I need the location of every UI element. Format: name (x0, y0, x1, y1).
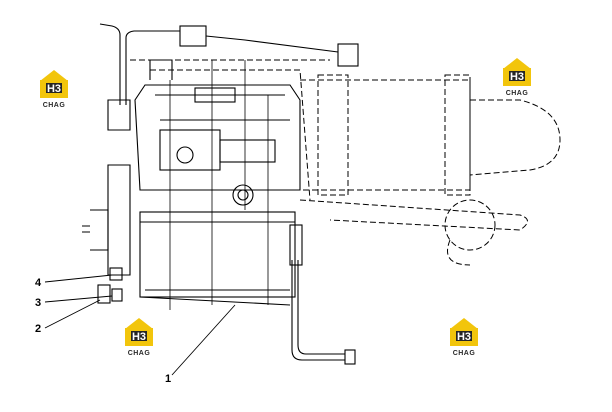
cylinder-side-cap (289, 224, 303, 266)
leader-3 (44, 295, 113, 303)
lower-pipe-2 (297, 260, 345, 355)
dashed-pulley (444, 199, 496, 251)
callout-4: 4 (35, 277, 42, 289)
watermark-main-text: H3 (510, 71, 524, 83)
pipe-fitting (179, 25, 207, 47)
watermark-logo-bottom-right: H3 CHAG (450, 318, 478, 357)
bolt-3 (111, 288, 123, 302)
compressor-head (134, 84, 301, 191)
bolt-2 (97, 284, 111, 304)
dashed-ring-left (317, 74, 349, 196)
watermark-main-text: H3 (47, 83, 61, 95)
dashed-ring-right (444, 74, 471, 196)
watermark-sub-text: CHAG (506, 90, 529, 97)
lower-fitting (344, 349, 356, 365)
watermark-sub-text: CHAG (453, 350, 476, 357)
port-circle-inner (237, 189, 249, 201)
head-bolt (176, 146, 194, 164)
watermark-main-text: H3 (132, 331, 146, 343)
watermark-logo-top-right: H3 CHAG (503, 58, 531, 97)
watermark-sub-text: CHAG (43, 102, 66, 109)
leader-2 (44, 299, 101, 329)
watermark-logo-bottom-left: H3 CHAG (125, 318, 153, 357)
cylinder-base (139, 296, 291, 306)
callout-3: 3 (35, 297, 41, 309)
pipe-run (205, 35, 339, 53)
lower-pipe (291, 260, 345, 361)
callout-1: 1 (165, 373, 171, 385)
head-cap (194, 87, 236, 103)
leader-lines (44, 274, 236, 376)
dashed-arm (299, 199, 528, 231)
watermark-logo-top-left: H3 CHAG (40, 70, 68, 109)
left-flange (107, 164, 131, 276)
cylinder-body (139, 211, 296, 298)
head-block (159, 129, 221, 171)
callout-2: 2 (35, 323, 41, 335)
top-pipe-line-2 (125, 30, 180, 105)
watermark-main-text: H3 (457, 331, 471, 343)
leader-1 (171, 304, 236, 376)
upper-left-block (107, 99, 131, 131)
dashed-pulley-edge (447, 239, 471, 266)
flange-pin (82, 225, 90, 233)
center-lines (169, 60, 269, 310)
dashed-engine-outline (130, 59, 561, 266)
watermark-sub-text: CHAG (128, 350, 151, 357)
flange-stub (90, 209, 109, 251)
bolt-4 (109, 267, 123, 281)
dashed-end-cap (469, 99, 561, 176)
drawing-lines (82, 23, 359, 365)
top-pipe-line (99, 23, 121, 105)
valve-block (219, 139, 276, 163)
port-circle (232, 184, 254, 206)
pipe-fitting-right (337, 43, 359, 67)
leader-4 (44, 274, 113, 283)
dashed-frame (150, 69, 311, 201)
